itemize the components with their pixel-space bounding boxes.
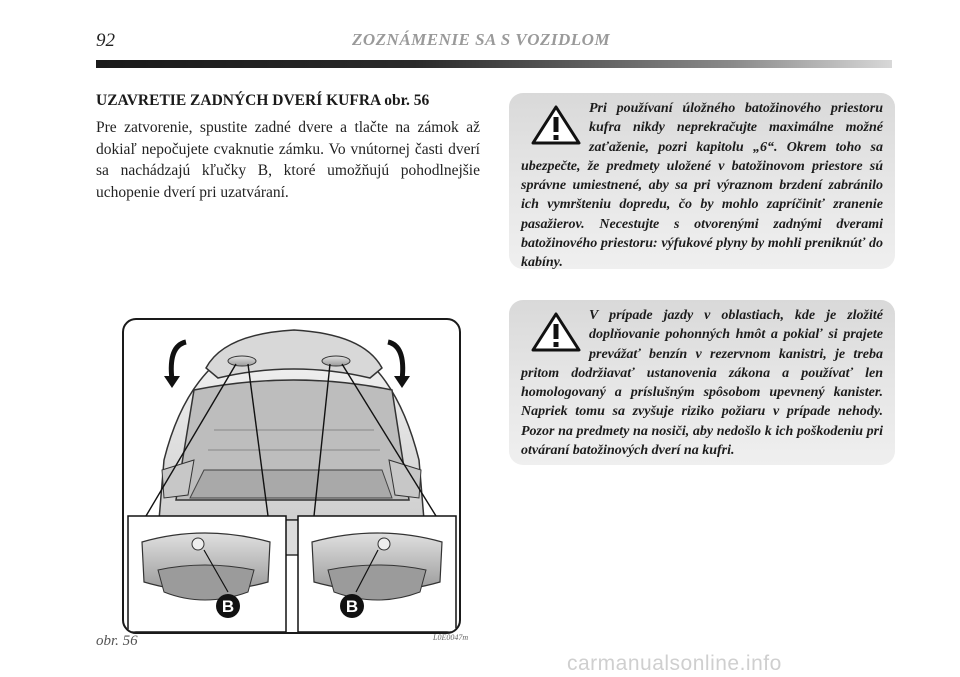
close-arrow-right-icon [387, 339, 410, 388]
warning-box-load: Pri používaní úložného batožinového prie… [509, 93, 895, 270]
warning-text: V prípade jazdy v oblastiach, kde je zlo… [521, 308, 883, 459]
figure-code: L0E0047m [433, 633, 469, 642]
section-body: Pre zatvorenie, spustite zadné dvere a t… [96, 119, 480, 201]
warning-triangle-icon [531, 105, 581, 145]
running-header: ZOZNÁMENIE SA S VOZIDLOM [352, 30, 611, 49]
callout-label: B [346, 597, 358, 616]
figure-56: B B [122, 318, 461, 634]
callout-b-left: B [216, 594, 240, 618]
callout-label: B [222, 597, 234, 616]
warning-text: Pri používaní úložného batožinového prie… [521, 101, 883, 271]
callout-b-right: B [340, 594, 364, 618]
header-rule [96, 60, 892, 68]
warning-triangle-icon [531, 312, 581, 352]
figure-caption: obr. 56 [96, 633, 138, 649]
close-arrow-left-icon [164, 339, 187, 388]
trunk-illustration: B B [127, 329, 457, 632]
warning-box-fuel: V prípade jazdy v oblastiach, kde je zlo… [509, 300, 895, 465]
section-title: UZAVRETIE ZADNÝCH DVERÍ KUFRA obr. 56 [96, 92, 430, 109]
page-number: 92 [96, 30, 115, 51]
footer-watermark: carmanualsonline.info [567, 652, 782, 675]
